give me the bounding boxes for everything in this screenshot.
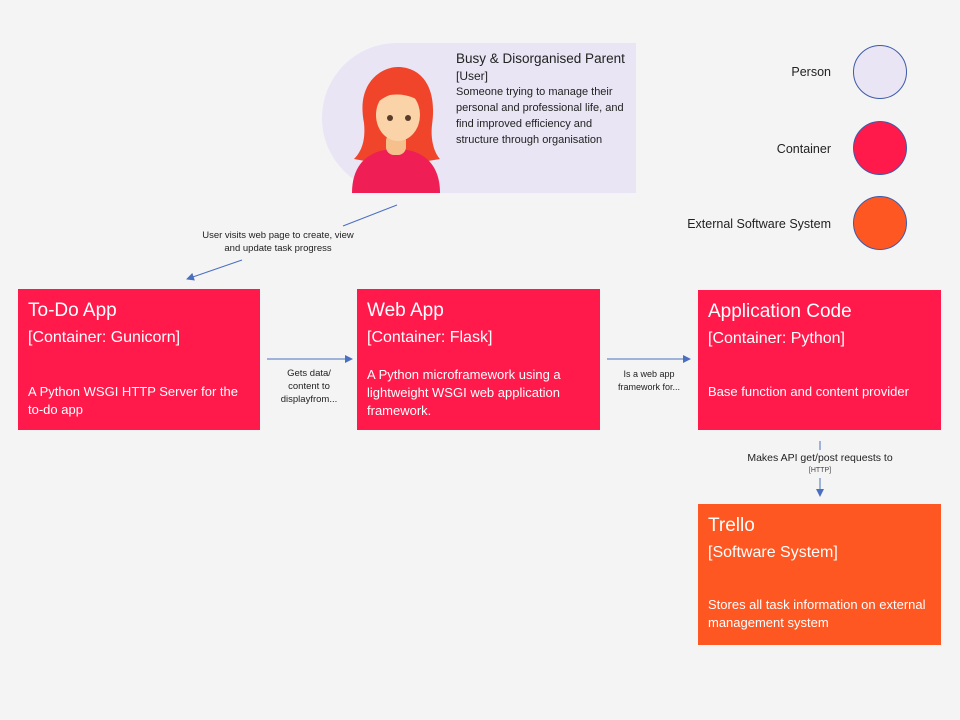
edge-label-todo-webapp: Gets data/ content to displayfrom... bbox=[280, 368, 338, 405]
todo-app-container[interactable]: To-Do App [Container: Gunicorn] A Python… bbox=[18, 289, 260, 430]
container-description: Base function and content provider bbox=[708, 384, 909, 399]
edge-label-appcode-trello: Makes API get/post requests to bbox=[747, 452, 893, 464]
container-tech: [Container: Python] bbox=[708, 330, 845, 347]
web-app-container[interactable]: Web App [Container: Flask] A Python micr… bbox=[357, 289, 600, 430]
edge-detail-appcode-trello: [HTTP] bbox=[808, 467, 832, 474]
edge-person-todo-lower bbox=[186, 259, 243, 281]
container-title: To-Do App bbox=[28, 300, 117, 321]
application-code-container[interactable]: Application Code [Container: Python] Bas… bbox=[698, 290, 941, 430]
trello-software-system[interactable]: Trello [Software System] Stores all task… bbox=[698, 504, 941, 645]
container-tech: [Software System] bbox=[708, 544, 838, 561]
legend-external-circle-icon bbox=[853, 196, 907, 250]
legend-label-person: Person bbox=[791, 65, 831, 79]
legend-person-circle-icon bbox=[853, 45, 907, 99]
container-tech: [Container: Flask] bbox=[367, 329, 493, 346]
person-role: [User] bbox=[456, 69, 489, 83]
person-description: Someone trying to manage their personal … bbox=[456, 86, 624, 146]
person-name: Busy & Disorganised Parent bbox=[456, 51, 625, 66]
person-text: Busy & Disorganised Parent [User] Someon… bbox=[456, 50, 634, 148]
container-title: Application Code bbox=[708, 301, 852, 322]
legend-label-external: External Software System bbox=[687, 217, 831, 231]
container-title: Web App bbox=[367, 300, 444, 321]
edge-label-webapp-appcode: Is a web app framework for... bbox=[617, 369, 680, 392]
container-description: Stores all task information on external … bbox=[708, 597, 926, 630]
container-description: A Python WSGI HTTP Server for the to-do … bbox=[28, 384, 238, 417]
container-tech: [Container: Gunicorn] bbox=[28, 329, 181, 346]
legend-container-circle-icon bbox=[853, 121, 907, 175]
edge-label-person-todo: User visits web page to create, view and… bbox=[202, 230, 354, 254]
edge-person-todo-upper bbox=[342, 204, 398, 227]
container-description: A Python microframework using a lightwei… bbox=[367, 367, 561, 418]
user-avatar-icon bbox=[352, 67, 440, 193]
container-title: Trello bbox=[708, 515, 755, 536]
legend-label-container: Container bbox=[776, 142, 831, 156]
